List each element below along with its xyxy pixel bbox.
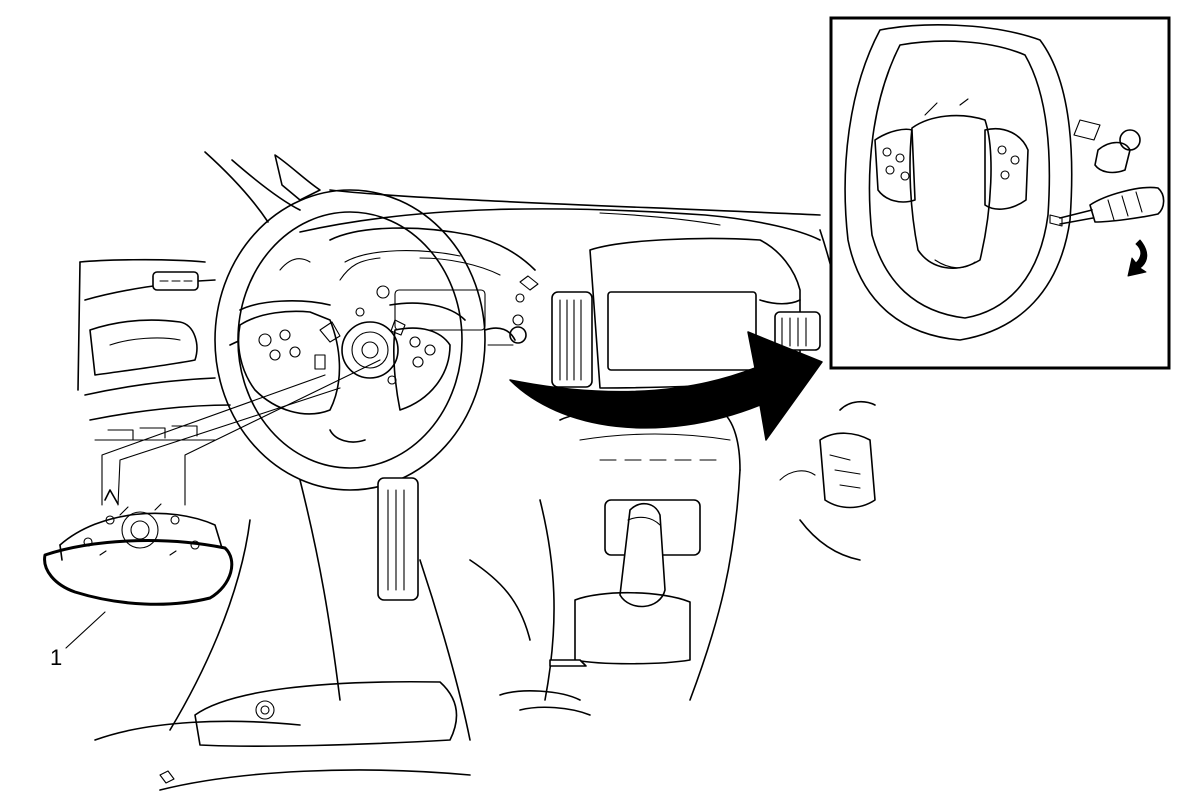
main-curved-arrow-icon <box>509 331 823 441</box>
inset-rotation-arrow-icon <box>1127 239 1148 277</box>
connector-leader-lines <box>101 359 381 506</box>
airbag-module <box>43 489 234 606</box>
callout-1-label: 1 <box>50 645 62 670</box>
vehicle-interior <box>77 151 876 791</box>
screwdriver-tool <box>1049 119 1165 227</box>
callout-1: 1 <box>50 611 106 670</box>
inset-steering-wheel <box>844 24 1073 341</box>
detail-inset <box>829 16 1171 370</box>
steering-wheel-hub <box>237 307 451 415</box>
